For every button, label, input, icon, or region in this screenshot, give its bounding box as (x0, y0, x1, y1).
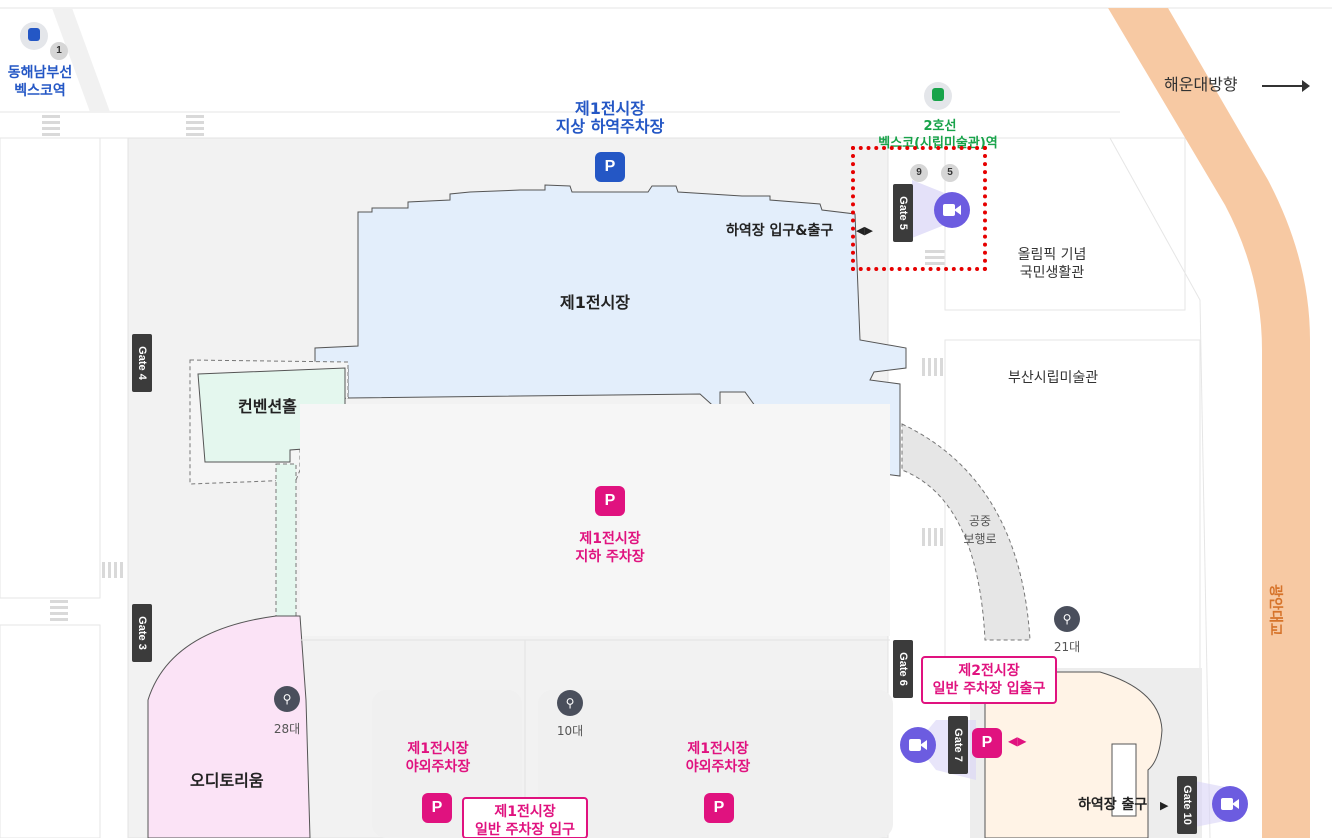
train-icon (20, 22, 48, 50)
underground-parking-label: 제1전시장 지하 주차장 (575, 531, 645, 565)
gate-6-label: Gate 6 (893, 640, 913, 698)
camera-icon[interactable] (934, 192, 970, 228)
camera-icon[interactable] (1212, 786, 1248, 822)
loading-exit-label: 하역장 출구 (1078, 797, 1148, 813)
general-parking-entry-label: 제1전시장 일반 주차장 입구 (462, 797, 588, 838)
ground-loading-parking-label: 제1전시장 지상 하역주차장 (555, 99, 665, 136)
station-number-badge: 1 (50, 42, 68, 60)
parking-icon: P (704, 793, 734, 823)
station-number-badge: 5 (941, 164, 959, 182)
station-2-line: 2호선 (923, 119, 957, 134)
gate-5-label: Gate 5 (893, 184, 913, 242)
outdoor-parking-a-label: 제1전시장 야외주차장 (405, 741, 471, 775)
parking-icon: P (595, 152, 625, 182)
hall-2-parking-entry-label: 제2전시장 일반 주차장 입출구 (921, 656, 1057, 704)
camera-icon[interactable] (900, 727, 936, 763)
parking-icon: P (972, 728, 1002, 758)
arrow-right-icon (1262, 80, 1310, 92)
bidirectional-arrow-icon: ◀▶ (1008, 734, 1027, 748)
highlight-box (851, 146, 987, 271)
train-icon (924, 82, 952, 110)
parking-icon: P (595, 486, 625, 516)
direction-label: 해운대방향 (1164, 75, 1238, 94)
bidirectional-arrow-icon: ◀▶ (856, 224, 873, 237)
bicycle-icon: ⚲ (274, 686, 300, 712)
gate-3-label: Gate 3 (132, 604, 152, 662)
station-1-label: 동해남부선 벡스코역 (7, 65, 73, 99)
loading-entry-exit-label: 하역장 입구&출구 (726, 223, 834, 239)
museum-label: 부산시립미술관 (1008, 370, 1099, 386)
station-number-badge: 9 (910, 164, 928, 182)
olympic-center-label: 올림픽 기념 국민생활관 (1017, 247, 1087, 281)
bike-count-10: 10대 (556, 724, 584, 738)
gate-4-label: Gate 4 (132, 334, 152, 392)
convention-hall-label: 컨벤션홀 (238, 397, 297, 416)
arrow-right-icon: ▶ (1160, 799, 1169, 812)
gate-7-label: Gate 7 (948, 716, 968, 774)
gate-10-label: Gate 10 (1177, 776, 1197, 834)
bicycle-icon: ⚲ (557, 690, 583, 716)
outdoor-parking-b-label: 제1전시장 야외주차장 (685, 741, 751, 775)
hall-1-label: 제1전시장 (560, 293, 631, 312)
auditorium-label: 오디토리움 (190, 771, 264, 790)
parking-icon: P (422, 793, 452, 823)
road-label: 광안대교 (1266, 584, 1283, 636)
bike-count-21: 21대 (1053, 640, 1081, 654)
sky-walkway-label: 공중 보행로 (963, 514, 997, 546)
bike-count-28: 28대 (273, 722, 301, 736)
bicycle-icon: ⚲ (1054, 606, 1080, 632)
